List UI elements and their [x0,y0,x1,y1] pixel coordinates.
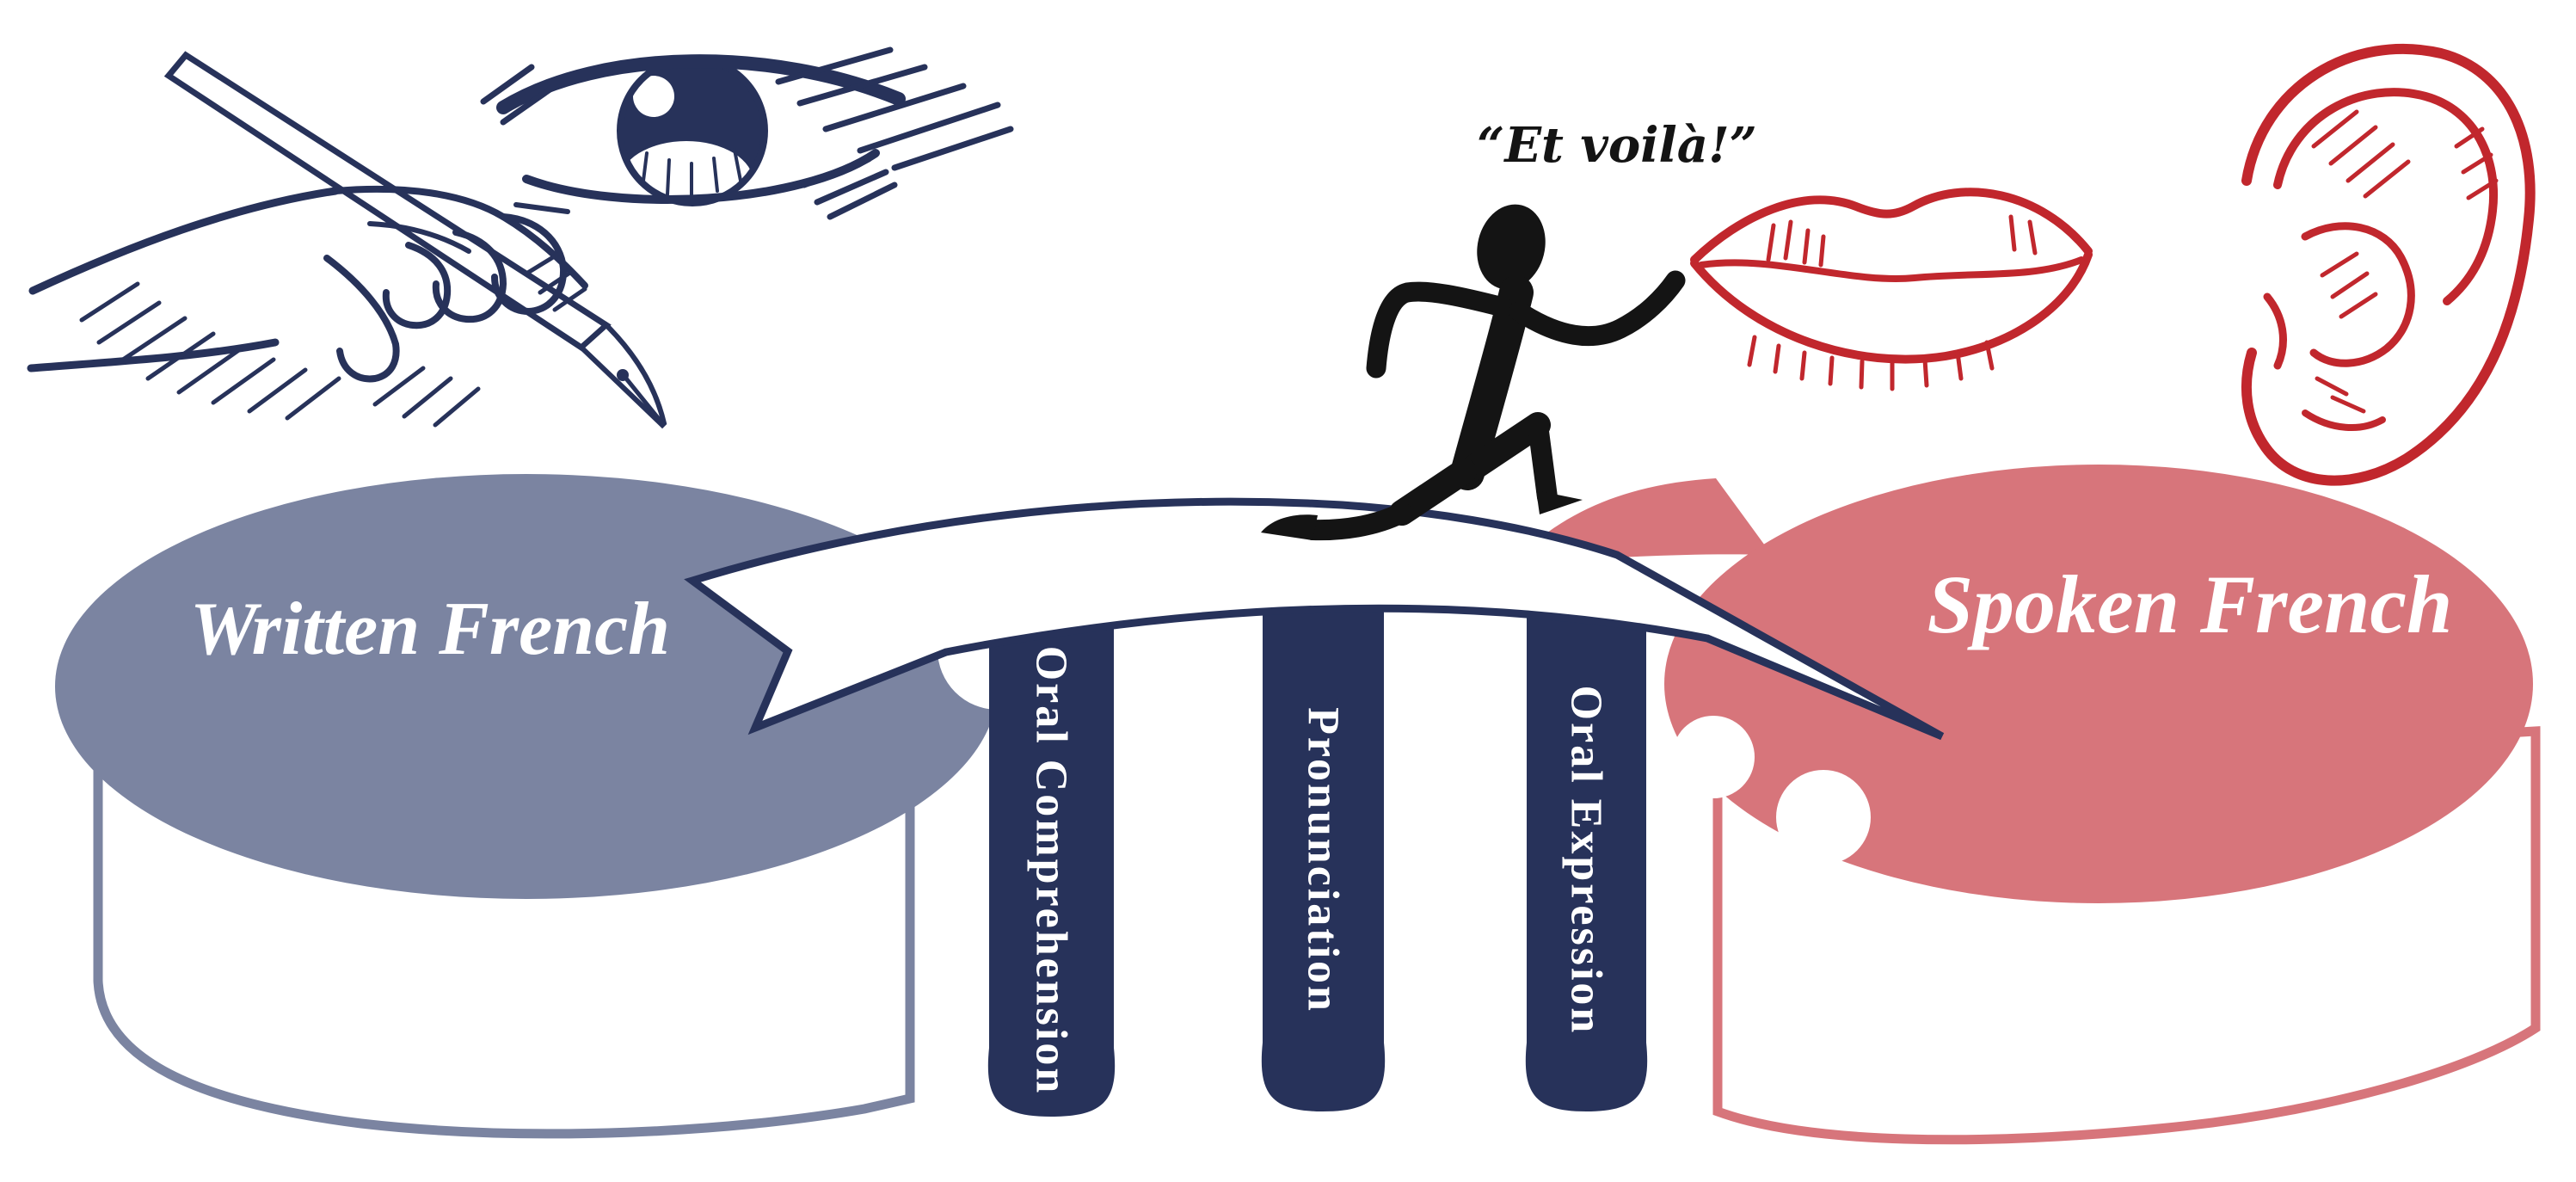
pillar-shape [1525,581,1648,1111]
writing-hand-icon [27,51,667,429]
pillar-pronunciation: Pronunciation [1261,576,1386,1111]
pillar-shape [1261,576,1386,1111]
right-cliff-top [1664,465,2533,903]
speech-text: “Et voilà!” [1477,117,1757,174]
bridge-ribbon [684,497,1945,741]
running-figure-icon [1261,204,1686,541]
bridge-pillars: Oral Comprehension Pronunciation Oral Ex… [987,576,1648,1117]
pillar-oral-comprehension: Oral Comprehension [987,594,1116,1117]
right-cliff-label: Spoken French [1927,558,2453,650]
eye-icon [480,46,1014,220]
lips-icon [1690,188,2093,391]
ear-icon [2241,43,2536,486]
pillar-label: Oral Comprehension [1027,646,1076,1096]
pillar-oral-expression: Oral Expression [1525,581,1648,1111]
pillar-shape [987,594,1116,1117]
pillar-label: Oral Expression [1562,686,1611,1036]
left-cliff-label: Written French [190,588,670,671]
pillar-label: Pronunciation [1299,707,1348,1013]
cliff-bite [1776,770,1871,865]
cliff-bite [1672,716,1755,798]
